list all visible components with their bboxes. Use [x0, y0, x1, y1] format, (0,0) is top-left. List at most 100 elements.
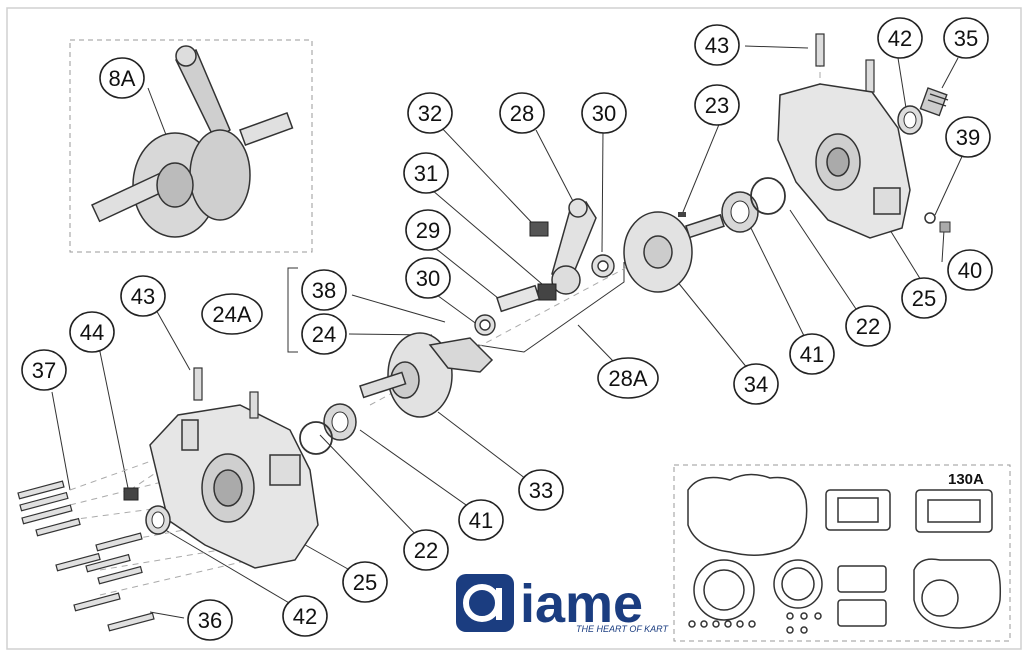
callout-39: 39	[945, 116, 991, 158]
connecting-rod-28	[551, 198, 597, 295]
crank-pin-29	[496, 284, 541, 313]
callout-number: 25	[353, 570, 377, 595]
o-ring-22-upper	[750, 177, 786, 215]
small-o-ring-39	[924, 212, 936, 224]
callout-22-low: 22	[403, 529, 449, 571]
crankshaft-detail-box	[69, 39, 313, 253]
callout-bubble	[405, 257, 451, 299]
callout-bubble	[877, 17, 923, 59]
callout-41-low: 41	[458, 499, 504, 541]
callout-42-low: 42	[282, 595, 328, 637]
callout-30-top: 30	[581, 92, 627, 134]
callout-bubble	[518, 469, 564, 511]
callout-34: 34	[733, 363, 779, 405]
callout-bubble	[301, 313, 347, 355]
crankcase-bolts	[17, 480, 155, 632]
callout-31: 31	[403, 152, 449, 194]
callout-bubble	[342, 561, 388, 603]
callout-bubble	[407, 92, 453, 134]
callout-number: 24A	[212, 302, 251, 327]
callout-42-top: 42	[877, 17, 923, 59]
crankcase-right-half	[777, 83, 911, 239]
callout-43-left: 43	[120, 275, 166, 317]
callout-28A: 28A	[597, 357, 659, 399]
crankshaft-assembly-8a	[91, 45, 294, 238]
o-ring-22-lower	[299, 421, 333, 455]
callout-33: 33	[518, 469, 564, 511]
callout-number: 30	[592, 101, 616, 126]
callout-bubble	[597, 357, 659, 399]
callout-22-right: 22	[845, 305, 891, 347]
callout-bubble	[405, 209, 451, 251]
callout-35: 35	[943, 17, 989, 59]
callout-37: 37	[21, 349, 67, 391]
callout-bubble	[581, 92, 627, 134]
callout-36: 36	[187, 599, 233, 641]
drain-screw-40	[939, 221, 951, 233]
callout-30-mid: 30	[405, 257, 451, 299]
callout-32: 32	[407, 92, 453, 134]
callout-24: 24	[301, 313, 347, 355]
callout-number: 31	[414, 161, 438, 186]
callout-number: 33	[529, 478, 553, 503]
needle-bearing-31	[537, 283, 557, 301]
callout-bubble	[733, 363, 779, 405]
callout-number: 42	[888, 26, 912, 51]
callout-bubble	[120, 275, 166, 317]
nut-44	[123, 487, 139, 501]
callout-number: 23	[705, 93, 729, 118]
logo-wordmark: iame	[520, 574, 643, 634]
callout-number: 29	[416, 218, 440, 243]
callout-number: 37	[32, 358, 56, 383]
bearing-41-upper	[721, 191, 759, 233]
callout-number: 22	[856, 314, 880, 339]
callout-bubble	[694, 24, 740, 66]
callout-bubble	[499, 92, 545, 134]
callout-bubble	[901, 277, 947, 319]
callout-number: 30	[416, 266, 440, 291]
gasket-kit-label: 130A	[948, 471, 984, 488]
bearing-41-lower	[323, 403, 357, 441]
callout-number: 25	[912, 286, 936, 311]
callout-number: 39	[956, 125, 980, 150]
outer-frame	[6, 7, 1022, 650]
logo-tagline: THE HEART OF KART	[576, 624, 670, 634]
callout-41-right: 41	[789, 333, 835, 375]
callout-number: 34	[744, 372, 768, 397]
callout-number: 28	[510, 101, 534, 126]
crank-half-33	[359, 332, 494, 418]
callout-number: 41	[800, 342, 824, 367]
callout-bubble	[201, 293, 263, 335]
callout-number: 43	[705, 33, 729, 58]
callout-number: 40	[958, 258, 982, 283]
callout-bubble	[187, 599, 233, 641]
callout-bubble	[403, 152, 449, 194]
callout-bubble	[943, 17, 989, 59]
callout-bubble	[99, 57, 145, 99]
callout-bubble	[69, 311, 115, 353]
callout-8A: 8A	[99, 57, 145, 99]
callout-bubble	[458, 499, 504, 541]
callout-bubble	[282, 595, 328, 637]
gasket-kit-box	[673, 464, 1011, 642]
dowel-pins	[193, 33, 875, 419]
callout-25-low: 25	[342, 561, 388, 603]
callout-23: 23	[694, 84, 740, 126]
callout-number: 41	[469, 508, 493, 533]
callout-29: 29	[405, 209, 451, 251]
crank-half-34	[623, 211, 725, 293]
needle-bearing-32	[529, 221, 549, 237]
callout-number: 36	[198, 608, 222, 633]
callout-bubble	[403, 529, 449, 571]
callout-bubble	[845, 305, 891, 347]
callout-bubble	[945, 116, 991, 158]
callout-25-right: 25	[901, 277, 947, 319]
key-23	[678, 212, 686, 217]
callout-number: 42	[293, 604, 317, 629]
callout-40: 40	[947, 249, 993, 291]
gasket-kit-parts	[687, 473, 1002, 634]
callout-bubble	[21, 349, 67, 391]
